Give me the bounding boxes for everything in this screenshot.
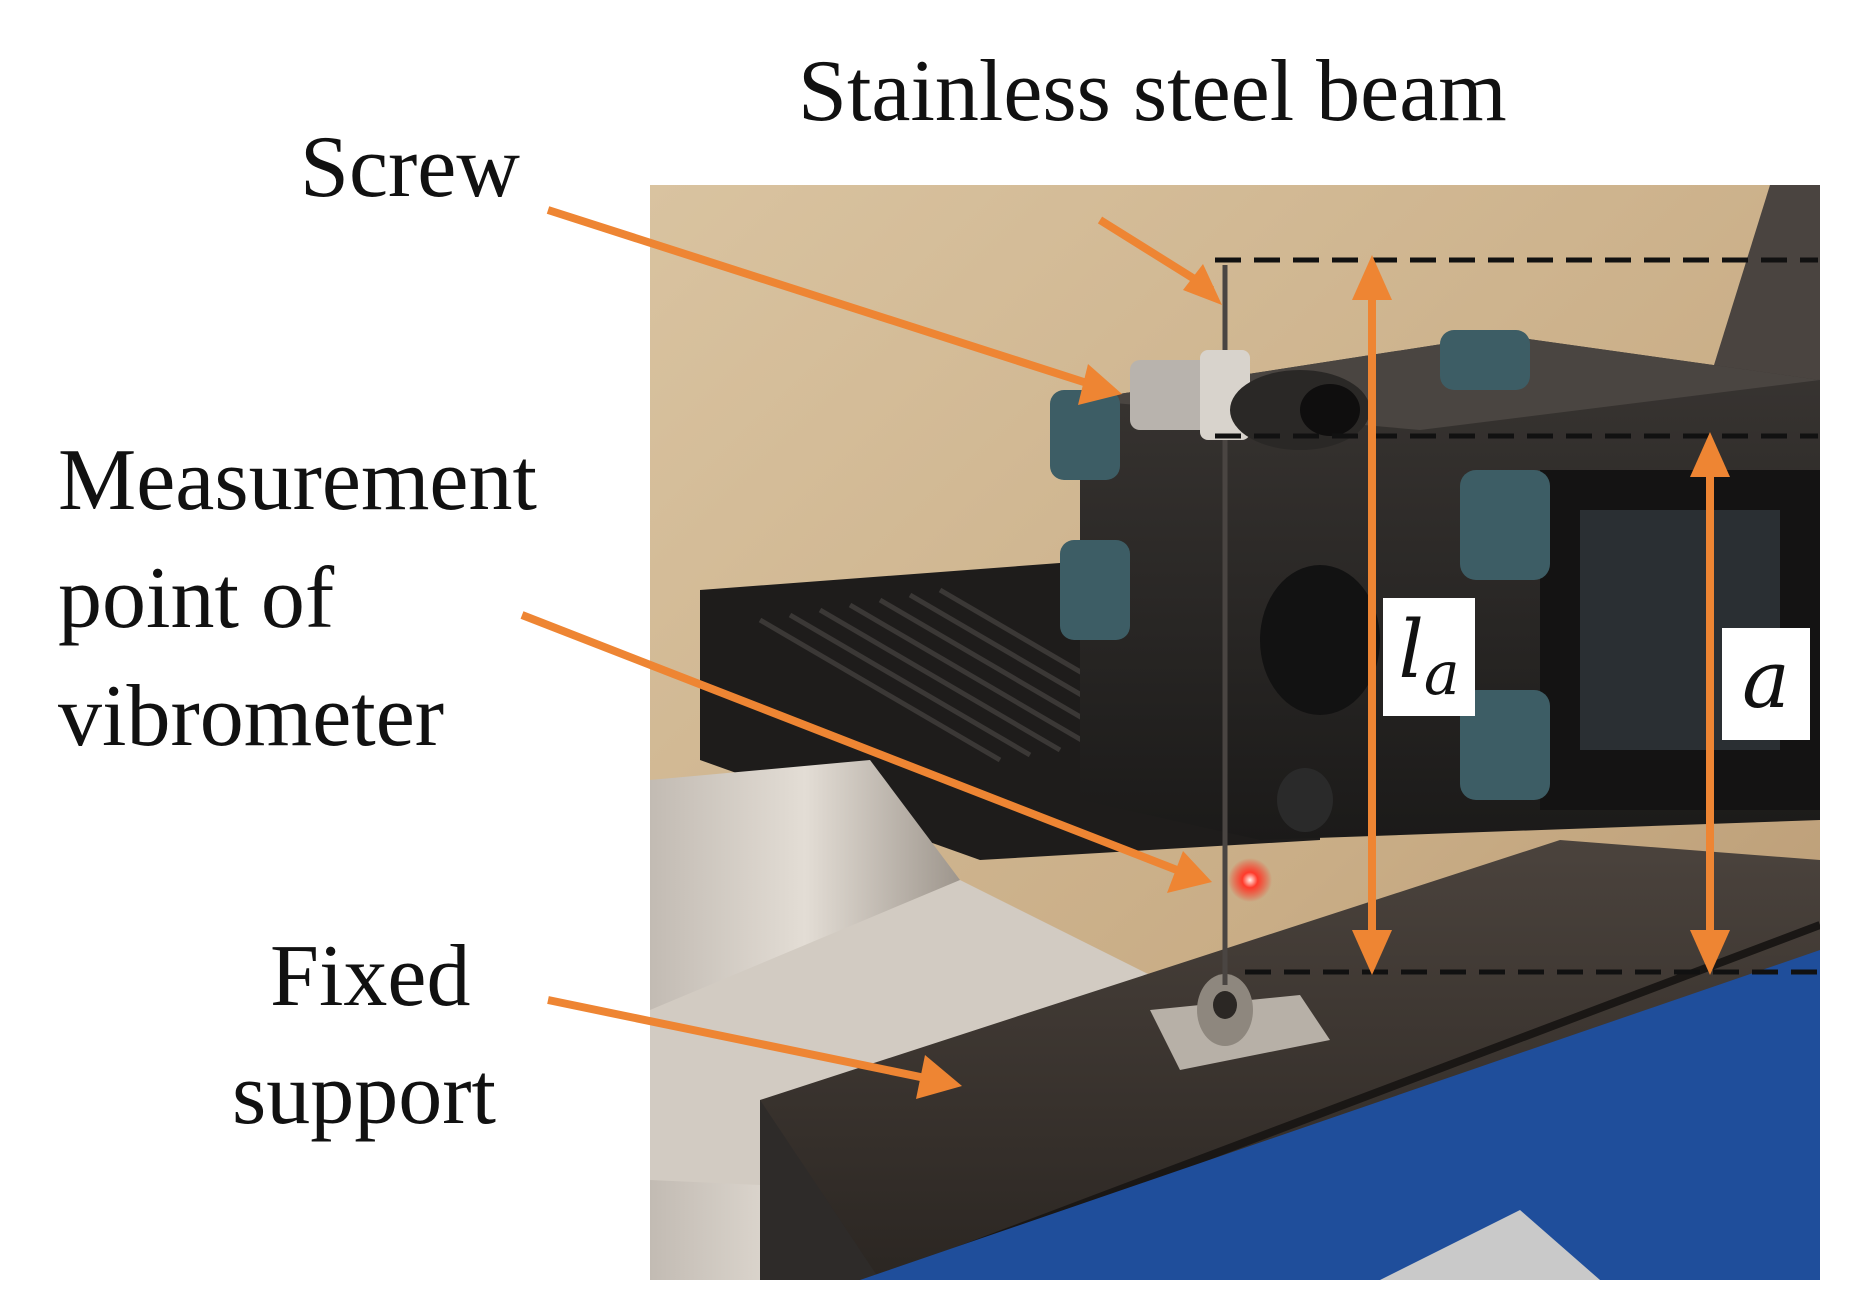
fixed-support-label: Fixed support <box>232 918 496 1154</box>
fixed-support-label-line-1: Fixed <box>270 928 471 1025</box>
measurement-label-line-3: vibrometer <box>58 668 445 765</box>
measurement-label-line-1: Measurement <box>58 432 537 529</box>
la-subscript: a <box>1423 639 1460 709</box>
measurement-label: Measurement point of vibrometer <box>58 422 537 776</box>
la-base: l <box>1398 603 1424 696</box>
beam-label: Stainless steel beam <box>798 43 1507 140</box>
a-dimension-label: a <box>1722 628 1810 740</box>
screw-label: Screw <box>300 119 520 216</box>
la-dimension-label: la <box>1383 598 1475 716</box>
measurement-label-line-2: point of <box>58 550 335 647</box>
fixed-support-label-line-2: support <box>232 1046 496 1143</box>
